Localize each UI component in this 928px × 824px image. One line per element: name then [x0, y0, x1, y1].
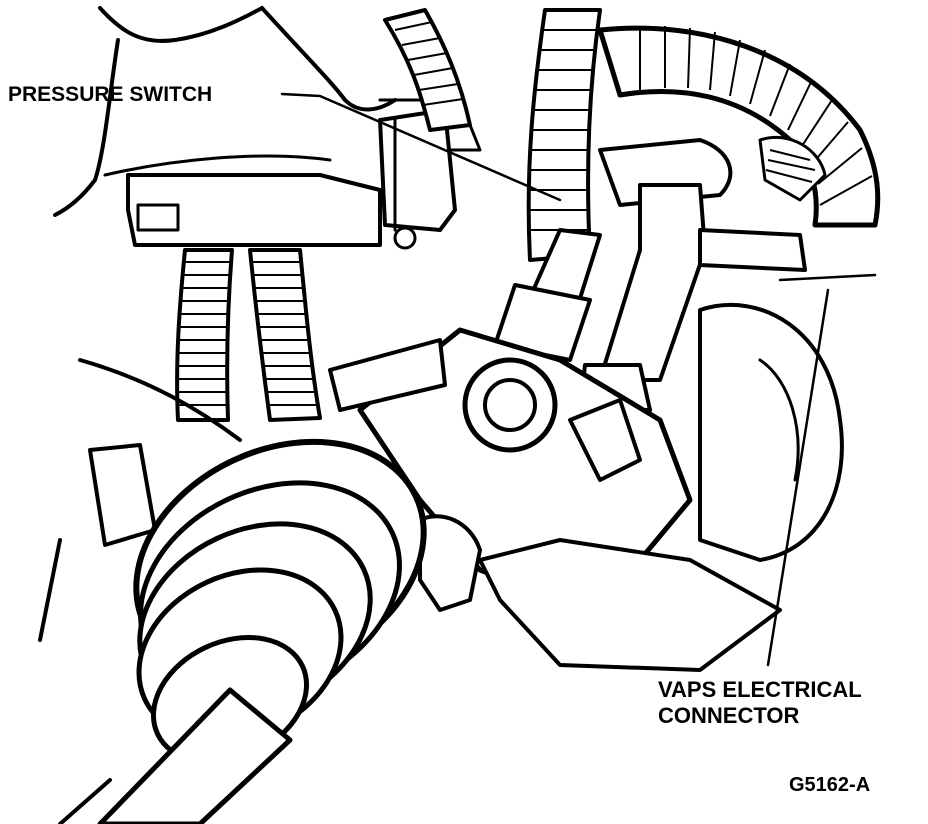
vaps-label-line2: CONNECTOR	[658, 703, 800, 728]
figure-id-label: G5162-A	[789, 774, 871, 796]
vaps-label-line1: VAPS ELECTRICAL	[658, 677, 862, 702]
left-hoses	[175, 248, 322, 422]
pressure-switch-label: PRESSURE SWITCH	[8, 83, 213, 106]
pressure-switch-housing	[126, 98, 482, 250]
fittings	[493, 135, 827, 412]
gear-body	[328, 303, 844, 672]
boot-and-shaft	[58, 438, 427, 824]
vaps-connector-label: VAPS ELECTRICAL CONNECTOR	[658, 677, 862, 729]
upper-housing	[53, 6, 397, 217]
leader-lines	[280, 92, 877, 667]
top-hoses	[383, 8, 881, 262]
